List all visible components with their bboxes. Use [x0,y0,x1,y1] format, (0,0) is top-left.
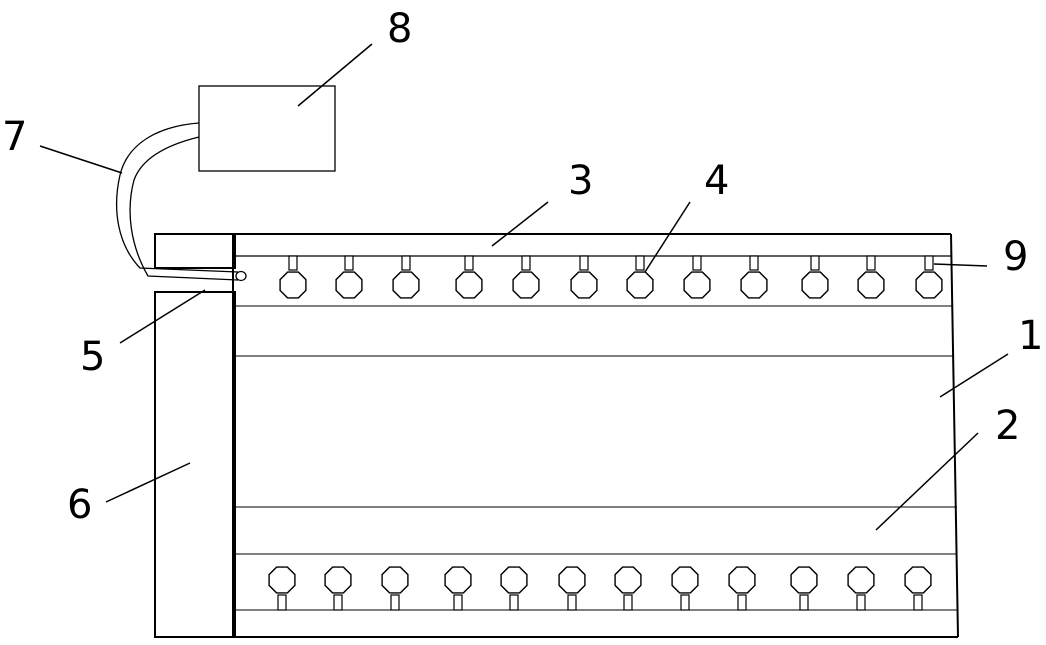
bottom-nozzle [728,566,756,594]
bottom-nozzle-stem [623,594,633,611]
bottom-nozzle-stem [567,594,577,611]
leader-line-3 [491,201,549,247]
top-nozzle [801,271,829,299]
top-nozzle [455,271,483,299]
bottom-nozzle [671,566,699,594]
bottom-nozzle-stem [737,594,747,611]
leader-line-8 [297,43,373,107]
bottom-nozzle-stem [680,594,690,611]
top-nozzle-row [279,255,943,299]
component-6-column [154,291,236,638]
top-nozzle-stem [810,255,820,271]
callout-1: 1 [1018,313,1043,359]
component-8-box [198,85,336,172]
bottom-nozzle [614,566,642,594]
leader-line-4 [644,201,691,273]
bottom-nozzle-stem [453,594,463,611]
leader-line-9 [933,263,988,267]
callout-3: 3 [568,158,593,204]
top-nozzle-stem [692,255,702,271]
top-nozzle-stem [401,255,411,271]
small-upper-block [154,233,236,269]
top-nozzle-stem [866,255,876,271]
bottom-nozzle [324,566,352,594]
top-nozzle-stem [288,255,298,271]
bottom-nozzle [500,566,528,594]
top-nozzle [626,271,654,299]
top-nozzle [740,271,768,299]
top-nozzle-stem [464,255,474,271]
bottom-nozzle-stem [799,594,809,611]
callout-6: 6 [67,482,92,528]
bottom-nozzle-stem [509,594,519,611]
leader-line-1 [939,353,1009,398]
top-nozzle-stem [749,255,759,271]
top-nozzle [915,271,943,299]
bottom-nozzle [904,566,932,594]
bottom-nozzle [847,566,875,594]
callout-7: 7 [2,114,27,160]
bottom-nozzle [381,566,409,594]
top-nozzle [683,271,711,299]
bottom-nozzle [268,566,296,594]
top-nozzle [279,271,307,299]
top-nozzle-stem [579,255,589,271]
top-nozzle [570,271,598,299]
bottom-nozzle [790,566,818,594]
bottom-nozzle [558,566,586,594]
bottom-nozzle-stem [913,594,923,611]
top-nozzle-stem [635,255,645,271]
leader-line-2 [875,432,979,531]
component-7-hose [115,122,239,281]
bottom-nozzle-stem [277,594,287,611]
bottom-nozzle-row [268,566,932,611]
callout-9: 9 [1003,234,1028,280]
bottom-nozzle-stem [856,594,866,611]
top-nozzle-stem [924,255,934,271]
component-5-pipe-end [235,270,247,282]
bottom-nozzle [444,566,472,594]
callout-5: 5 [80,334,105,380]
top-nozzle [857,271,885,299]
top-nozzle [392,271,420,299]
top-nozzle-stem [521,255,531,271]
callout-4: 4 [704,158,729,204]
top-nozzle-stem [344,255,354,271]
callout-2: 2 [995,403,1020,449]
bottom-nozzle-stem [333,594,343,611]
top-nozzle [335,271,363,299]
bottom-nozzle-stem [390,594,400,611]
leader-line-5 [119,289,206,344]
callout-8: 8 [387,6,412,52]
top-nozzle [512,271,540,299]
leader-line-7 [39,145,123,174]
leader-line-6 [105,462,191,503]
